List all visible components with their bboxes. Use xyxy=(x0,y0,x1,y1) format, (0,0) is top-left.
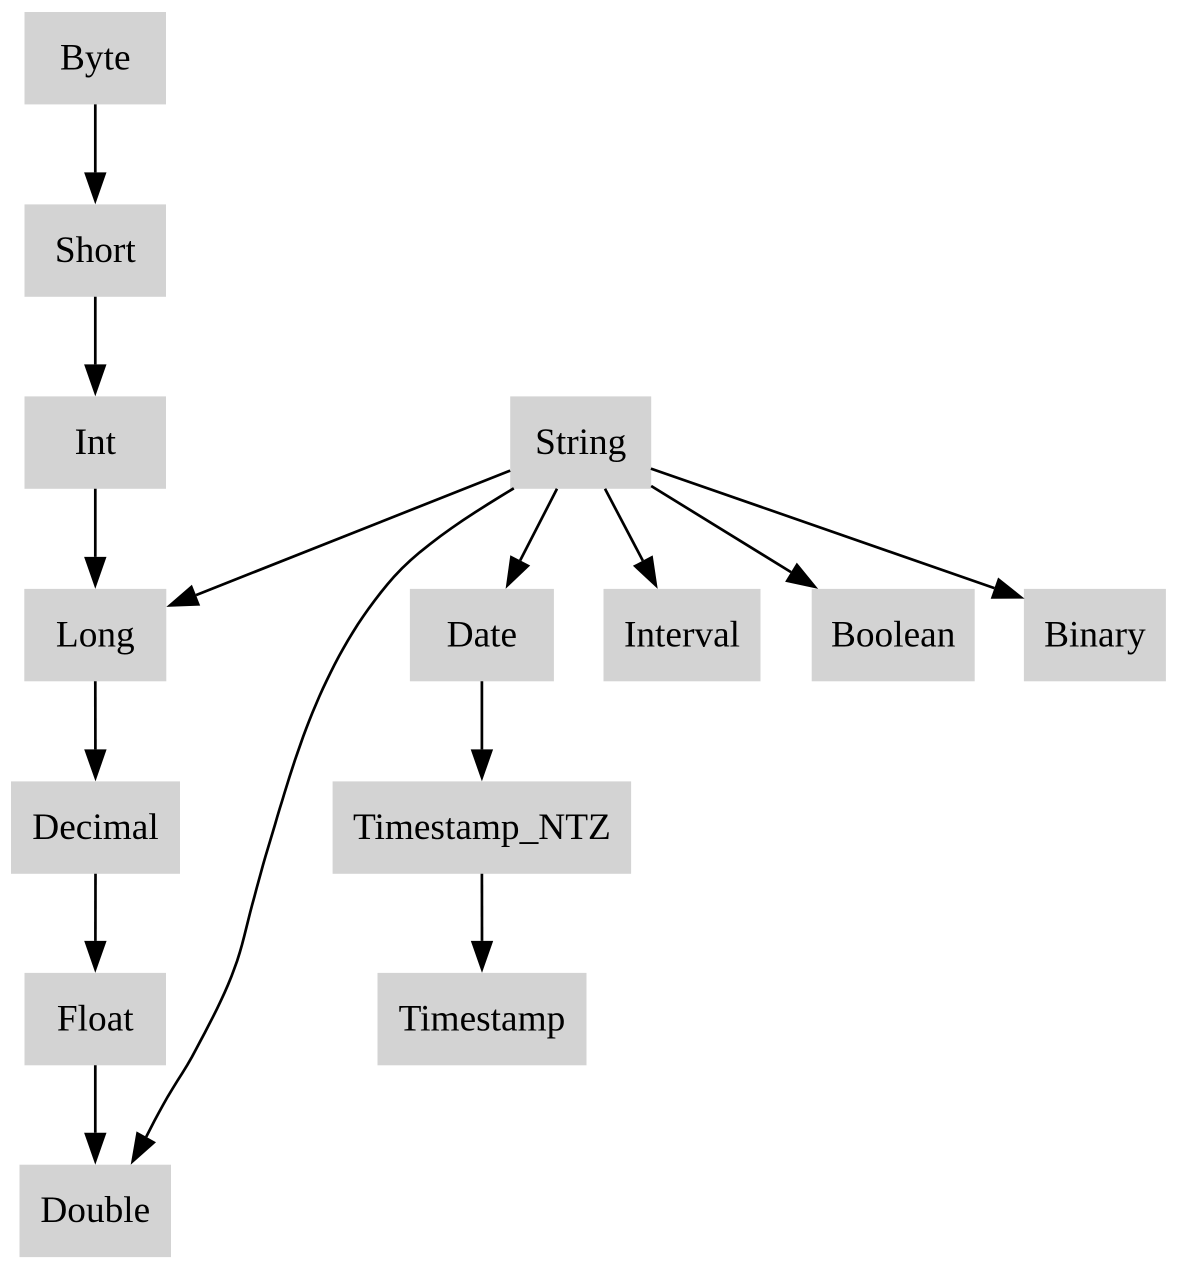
svg-text:Byte: Byte xyxy=(60,37,131,78)
svg-text:Int: Int xyxy=(75,422,117,463)
svg-text:Long: Long xyxy=(56,614,135,655)
svg-text:Timestamp: Timestamp xyxy=(399,998,566,1039)
svg-text:Interval: Interval xyxy=(624,614,740,655)
svg-text:Boolean: Boolean xyxy=(831,614,956,655)
svg-text:String: String xyxy=(535,422,626,463)
svg-text:Float: Float xyxy=(57,998,134,1039)
svg-text:Timestamp_NTZ: Timestamp_NTZ xyxy=(353,807,611,848)
svg-text:Short: Short xyxy=(55,230,137,271)
svg-text:Decimal: Decimal xyxy=(32,807,158,848)
svg-text:Binary: Binary xyxy=(1044,614,1146,655)
svg-text:Date: Date xyxy=(447,614,517,655)
svg-text:Double: Double xyxy=(40,1190,150,1231)
